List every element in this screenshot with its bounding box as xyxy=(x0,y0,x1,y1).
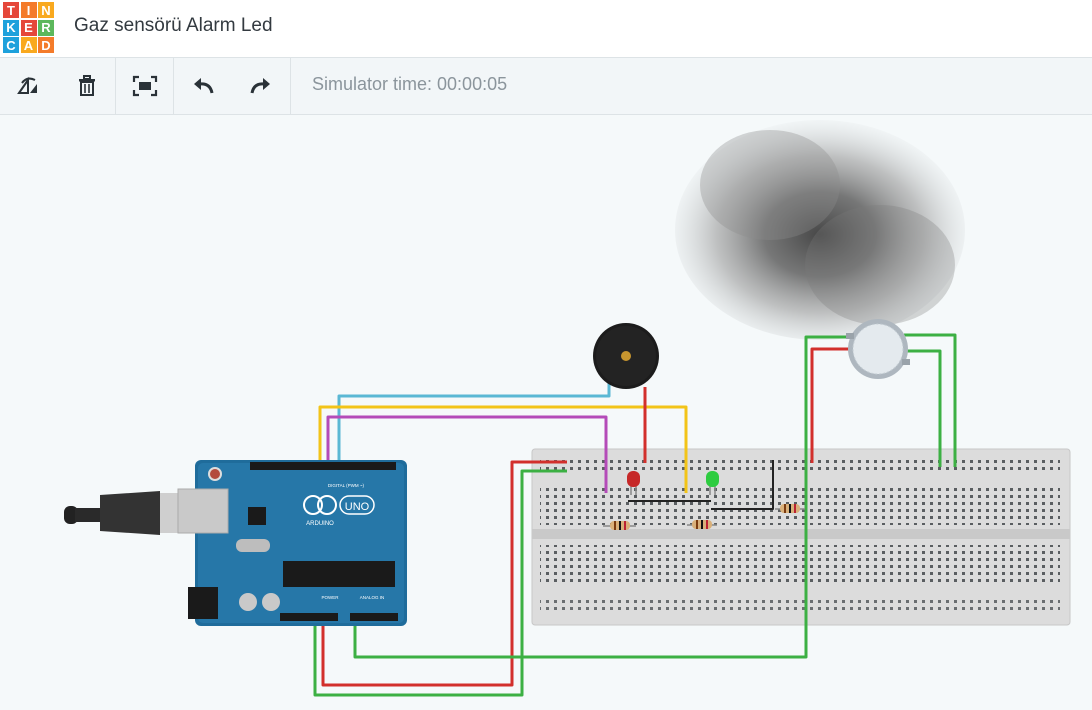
smoke-cloud[interactable] xyxy=(675,120,965,340)
wire-black xyxy=(711,460,774,510)
delete-icon xyxy=(78,75,95,96)
wire-green xyxy=(313,469,567,697)
wire-magenta xyxy=(326,415,608,493)
board-brand-label: ARDUINO xyxy=(306,521,334,527)
arduino-uno[interactable]: UNO ARDUINO DIGITAL (PWM ~) POWER ANALOG… xyxy=(177,460,407,626)
resistor[interactable] xyxy=(603,521,636,530)
green-led[interactable] xyxy=(706,471,719,495)
gas-sensor[interactable] xyxy=(846,319,910,379)
logo-letter: R xyxy=(38,19,54,36)
digital-header-label: DIGITAL (PWM ~) xyxy=(328,483,365,488)
fit-to-view-button[interactable] xyxy=(116,58,173,114)
delete-button[interactable] xyxy=(58,58,115,114)
toolbar-separator xyxy=(290,58,291,114)
usb-cable xyxy=(64,491,182,535)
toolbar-separator xyxy=(115,58,116,114)
circuit-canvas[interactable]: UNO ARDUINO DIGITAL (PWM ~) POWER ANALOG… xyxy=(0,115,1092,710)
wire-green xyxy=(905,349,942,467)
resistor[interactable] xyxy=(775,504,805,513)
piezo-buzzer[interactable] xyxy=(593,323,659,389)
circuit-drawing: UNO ARDUINO DIGITAL (PWM ~) POWER ANALOG… xyxy=(64,120,1071,697)
logo-letter: N xyxy=(38,2,54,18)
toolbar: Simulator time: 00:00:05 xyxy=(0,58,1092,115)
wire-red xyxy=(321,460,567,687)
board-model-label: UNO xyxy=(345,501,370,513)
wire-cyan xyxy=(337,382,611,467)
wire-yellow xyxy=(318,405,688,493)
red-led[interactable] xyxy=(627,471,640,495)
logo-letter: A xyxy=(20,37,37,53)
logo-letter: T xyxy=(3,2,19,18)
toolbar-separator xyxy=(173,58,174,114)
wire-green xyxy=(353,335,855,659)
undo-icon xyxy=(194,78,214,94)
project-title[interactable]: Gaz sensörü Alarm Led xyxy=(74,15,273,36)
breadboard[interactable] xyxy=(531,448,1071,626)
redo-button[interactable] xyxy=(232,58,290,114)
rotate-button[interactable] xyxy=(0,58,58,114)
logo-letter: I xyxy=(20,2,37,18)
logo-letter: K xyxy=(3,19,19,36)
wire-green xyxy=(904,333,957,467)
power-header-label: POWER xyxy=(321,595,339,600)
logo-letter: E xyxy=(20,19,37,36)
undo-button[interactable] xyxy=(174,58,232,114)
logo-letter: D xyxy=(38,37,54,53)
fit-to-view-icon xyxy=(132,75,157,97)
simulator-time: Simulator time: 00:00:05 xyxy=(312,74,508,94)
resistor[interactable] xyxy=(687,520,717,529)
analog-header-label: ANALOG IN xyxy=(360,595,385,600)
logo-letter: C xyxy=(3,37,19,53)
rotate-icon xyxy=(17,76,37,94)
redo-icon xyxy=(250,78,270,94)
wires[interactable] xyxy=(313,333,957,697)
